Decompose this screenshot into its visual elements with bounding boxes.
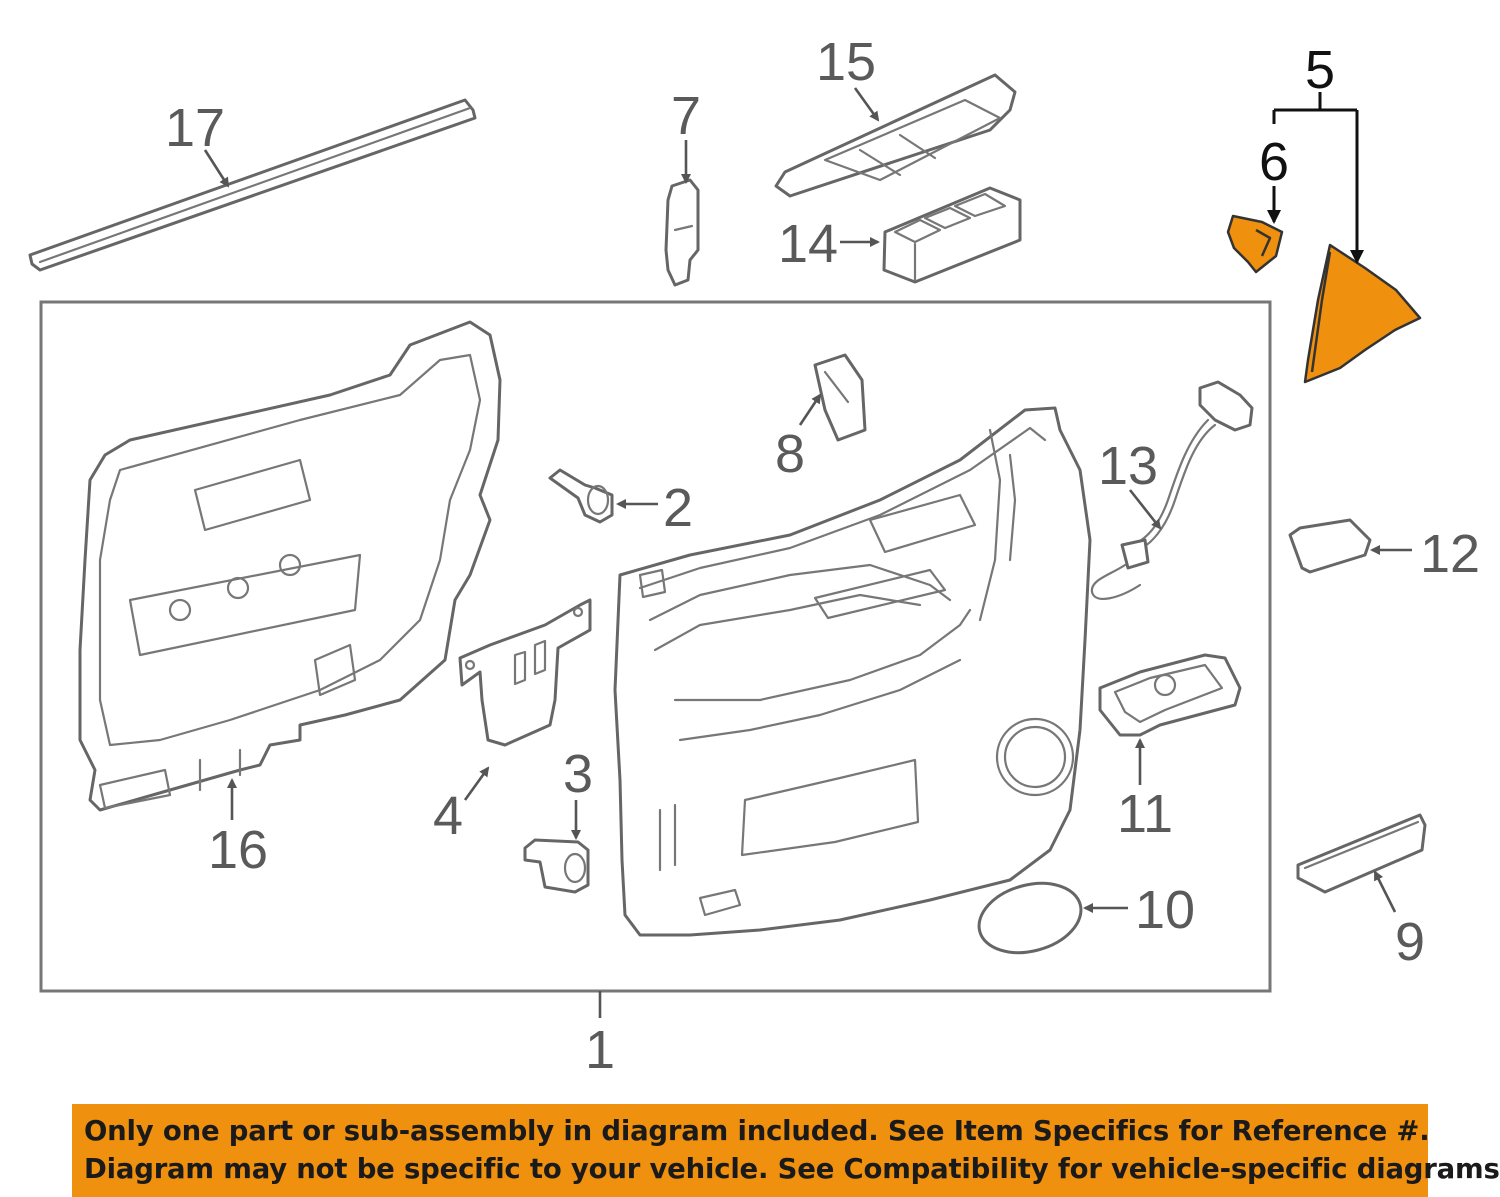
callout-5: 5: [1305, 40, 1335, 100]
callout-4: 4: [433, 786, 463, 846]
callout-7: 7: [671, 86, 701, 146]
callout-6: 6: [1259, 132, 1289, 192]
trim-plate-12: [1288, 518, 1372, 574]
callout-12: 12: [1420, 524, 1480, 584]
mirror-trim-7: [664, 178, 700, 287]
callout-13: 13: [1098, 436, 1158, 496]
disclaimer-banner: Only one part or sub-assembly in diagram…: [72, 1104, 1500, 1197]
callout-16: 16: [208, 820, 268, 880]
callout-10: 10: [1135, 880, 1195, 940]
clip-6-highlighted: [1226, 214, 1284, 274]
callout-8: 8: [775, 424, 805, 484]
disclaimer-line-1: Only one part or sub-assembly in diagram…: [84, 1115, 1430, 1147]
trim-cap-8: [813, 353, 867, 442]
window-switch-14: [882, 186, 1022, 284]
handle-bezel-11: [1098, 653, 1242, 737]
mirror-cover-5-highlighted: [1303, 243, 1422, 384]
callout-1: 1: [585, 1020, 615, 1080]
door-trim-panel: [613, 406, 1092, 937]
callout-17: 17: [165, 98, 225, 158]
assembly-frame: [39, 300, 1272, 993]
callout-9: 9: [1395, 912, 1425, 972]
wiring-harness-13: [1090, 380, 1254, 601]
callout-3: 3: [563, 744, 593, 804]
disclaimer-line-2: Diagram may not be specific to your vehi…: [84, 1153, 1500, 1185]
retainer-clip-2: [548, 468, 614, 524]
callout-15: 15: [816, 32, 876, 92]
belt-molding-17: [28, 98, 477, 272]
bracket-4: [458, 598, 592, 747]
switch-bezel-15: [774, 73, 1017, 198]
speaker-grille-10: [977, 881, 1083, 955]
clip-3: [523, 838, 590, 894]
trim-strip-9: [1296, 813, 1427, 894]
trim-panel-frame-16: [78, 320, 502, 812]
callout-14: 14: [778, 214, 838, 274]
callout-2: 2: [663, 478, 693, 538]
callout-11: 11: [1117, 784, 1173, 844]
